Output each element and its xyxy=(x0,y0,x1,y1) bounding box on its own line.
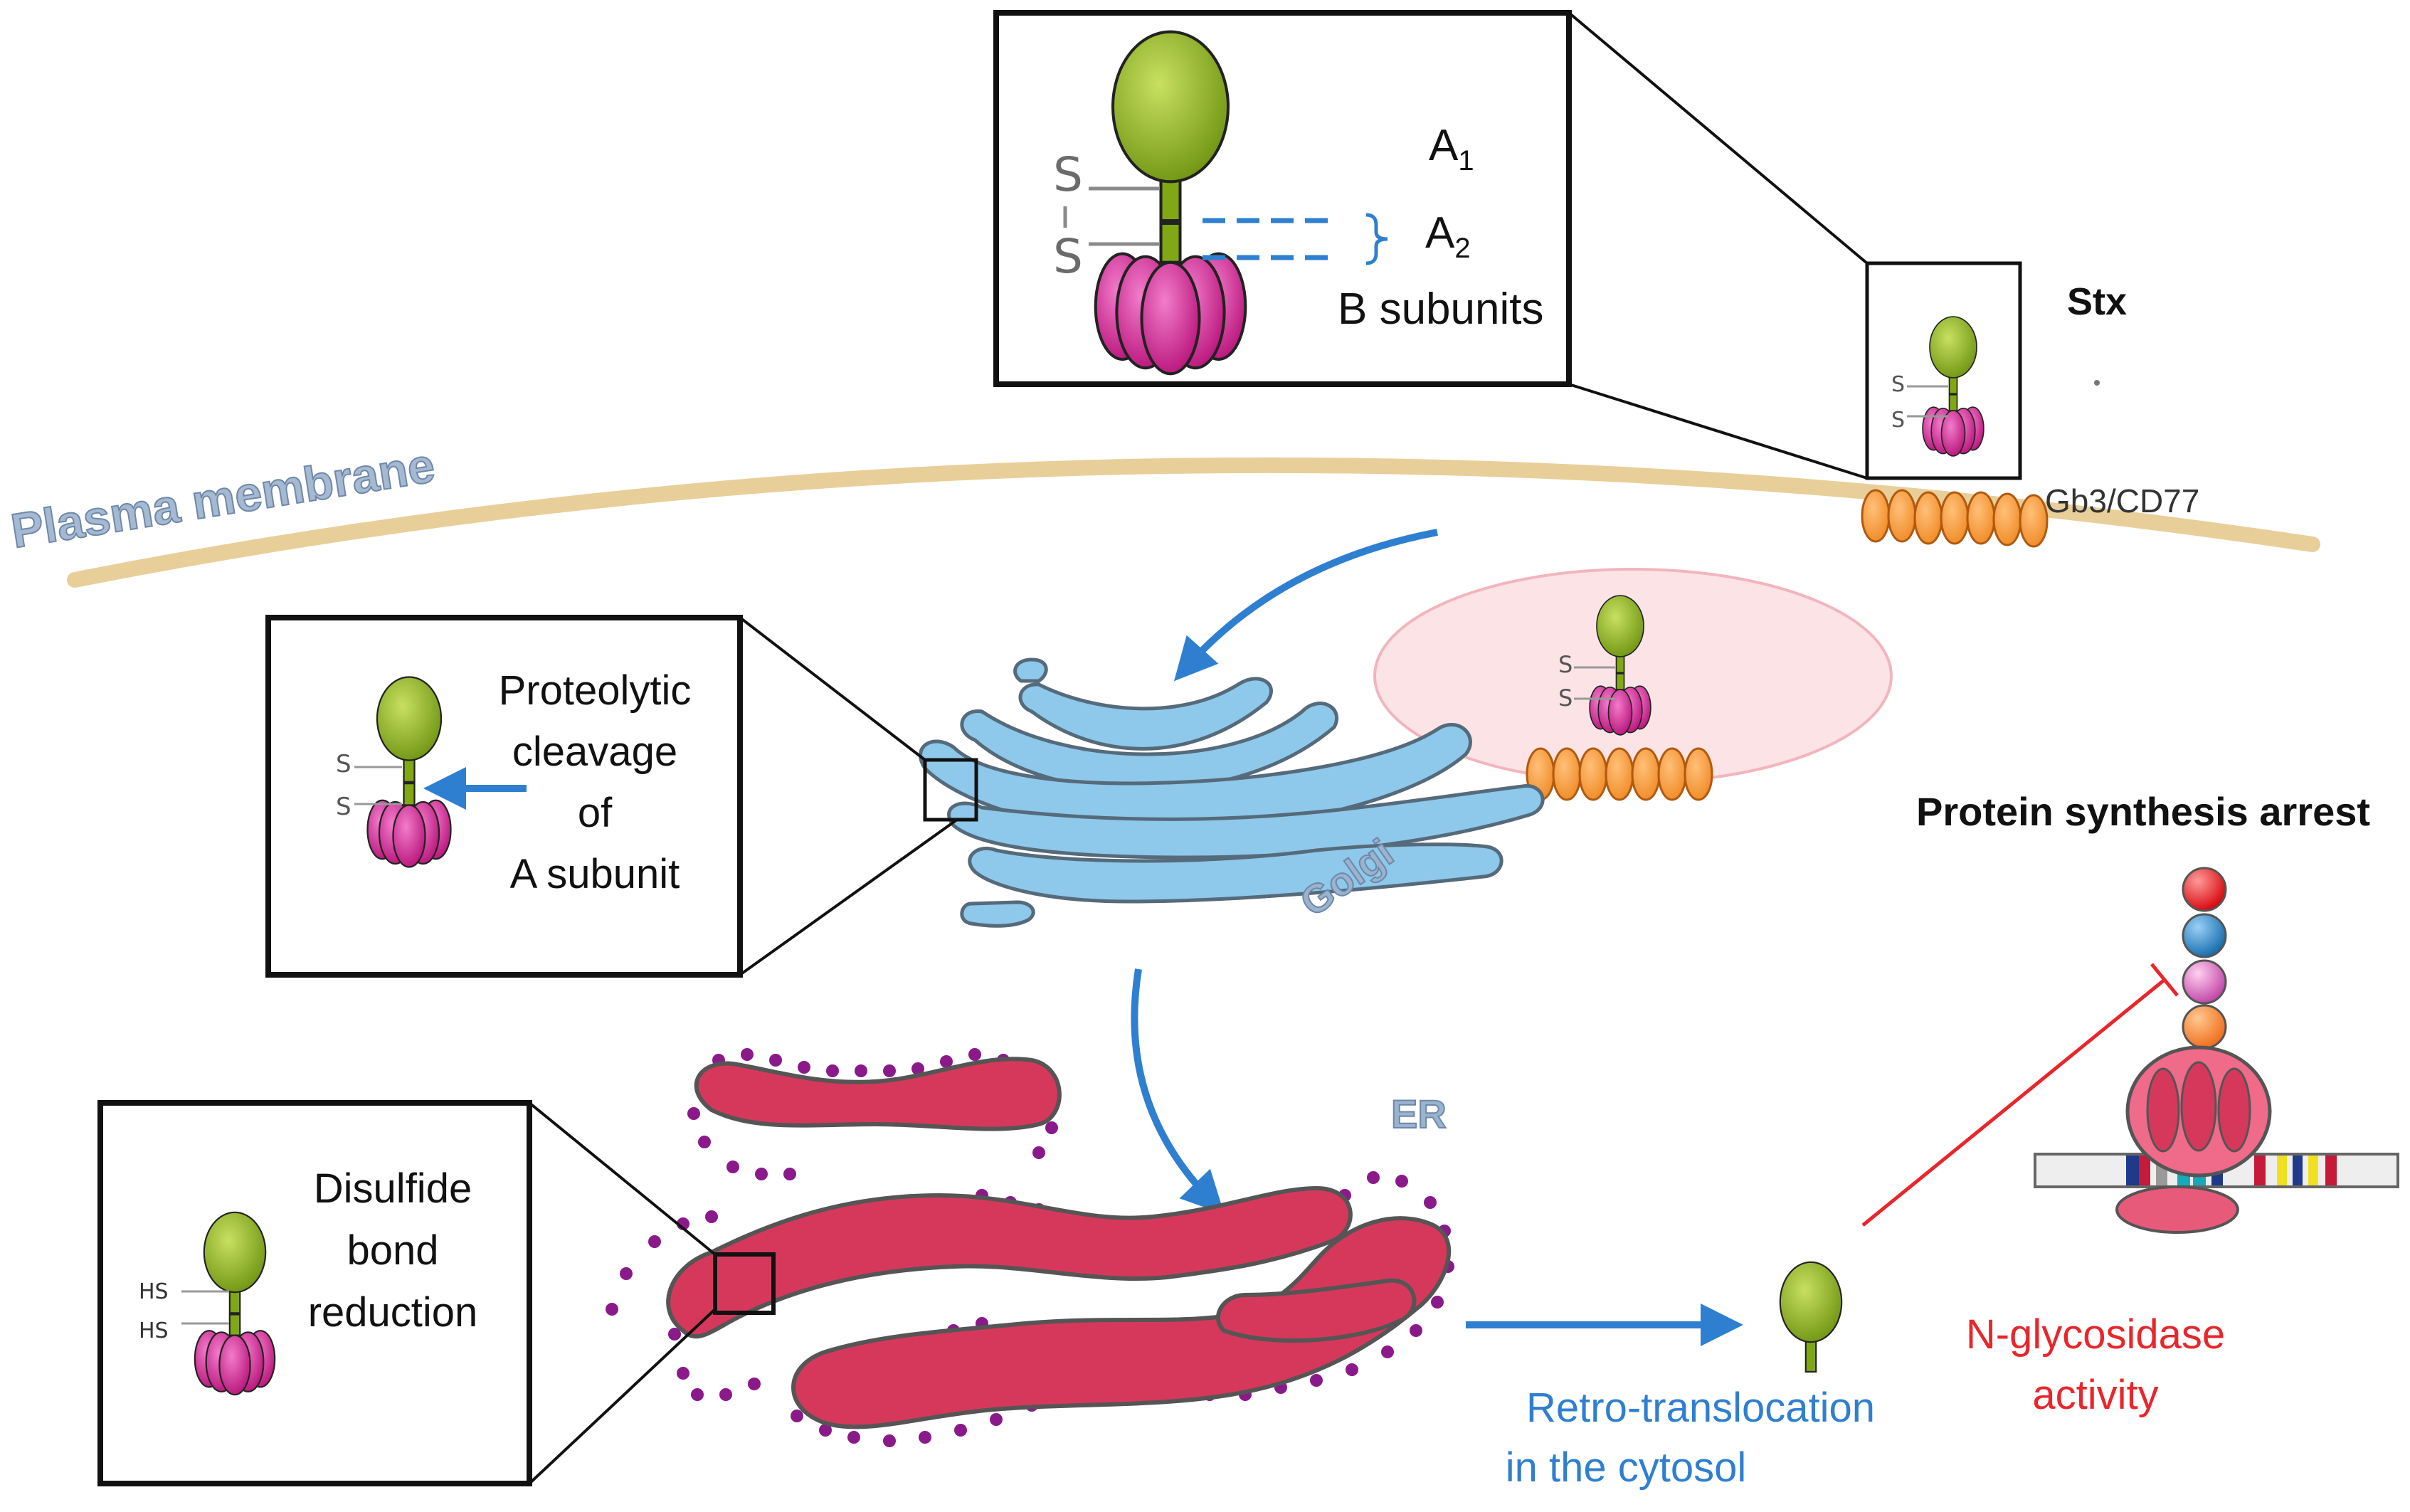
label-b-subunits: B subunits xyxy=(1338,285,1544,334)
s-letter-bottom: S xyxy=(1053,229,1083,284)
s-letter: S xyxy=(1558,651,1573,678)
label-proteolytic-3: of xyxy=(578,790,613,836)
stx-structure-zoom-box: S S A1 A2 B subunits xyxy=(993,10,1869,480)
proteolytic-zoom-box: S S Proteolytic cleavage of A subunit xyxy=(265,615,978,978)
label-plasma-membrane: Plasma membrane xyxy=(7,438,438,559)
label-a1: A1 xyxy=(1429,121,1474,176)
label-disulfide-2: bond xyxy=(347,1227,438,1274)
inhibition-line xyxy=(1861,978,2166,1227)
hs-letter: HS xyxy=(139,1318,169,1343)
arrow-to-golgi xyxy=(1173,529,1438,682)
label-protein-synthesis-arrest: Protein synthesis arrest xyxy=(1916,789,2370,834)
er-icon xyxy=(606,1048,1454,1447)
arrow-to-er xyxy=(1131,968,1225,1215)
s-letter-top: S xyxy=(1053,147,1083,202)
label-er: ER xyxy=(1391,1091,1447,1136)
label-disulfide-1: Disulfide xyxy=(314,1165,472,1212)
s-letter: S xyxy=(1558,684,1573,712)
endosome: S S xyxy=(1373,568,1893,801)
s-letter: S xyxy=(336,750,352,778)
hs-letter: HS xyxy=(139,1279,169,1304)
inhibition-bar xyxy=(2150,963,2179,997)
label-n-glycosidase-1: N-glycosidase xyxy=(1966,1311,2225,1358)
label-retro-1: Retro-translocation xyxy=(1526,1385,1875,1431)
label-proteolytic-4: A subunit xyxy=(510,851,680,897)
s-letter: S xyxy=(1891,372,1905,397)
label-a2: A2 xyxy=(1425,208,1471,264)
stx-on-receptor: S S Stx xyxy=(1865,261,2127,480)
label-disulfide-3: reduction xyxy=(308,1289,478,1336)
label-n-glycosidase-2: activity xyxy=(2032,1372,2158,1418)
label-proteolytic-1: Proteolytic xyxy=(499,667,692,714)
disulfide-zoom-box: HS HS Disulfide bond reduction xyxy=(97,1100,776,1486)
s-letter: S xyxy=(336,793,352,821)
a-subunit-icon xyxy=(1779,1261,1843,1373)
label-retro-2: in the cytosol xyxy=(1506,1444,1747,1491)
label-stx: Stx xyxy=(2067,280,2127,323)
label-gb3: Gb3/CD77 xyxy=(2045,482,2199,519)
golgi-icon xyxy=(919,657,1545,928)
s-letter: S xyxy=(1891,408,1905,433)
label-proteolytic-2: cleavage xyxy=(512,729,677,775)
ribosome-icon xyxy=(2034,867,2399,1234)
